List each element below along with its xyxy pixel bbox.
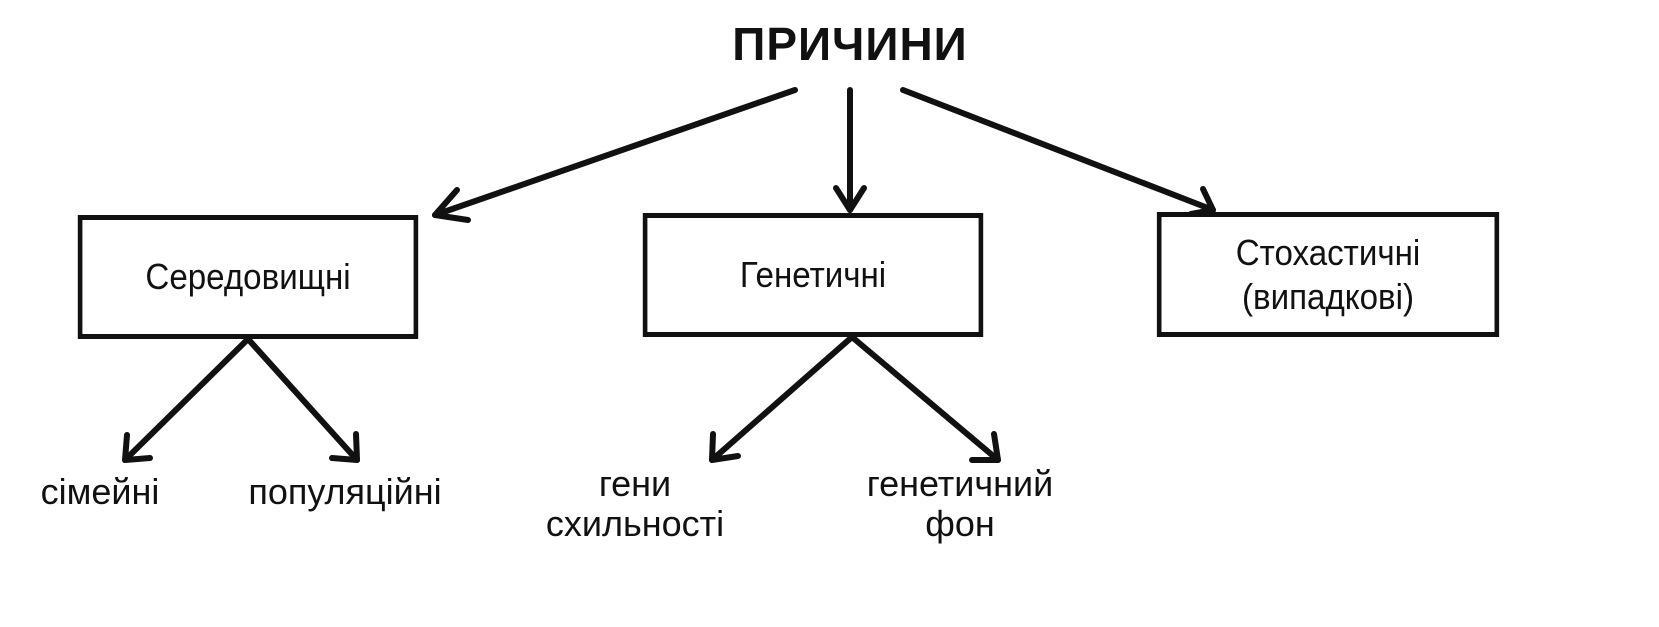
category-label-environmental: Середовищні (145, 255, 350, 299)
leaf-susceptibility-genes: гени схильності (520, 464, 750, 544)
arrow-root-to-stochastic (900, 87, 1216, 213)
arrow-genetic-to-genes (709, 334, 855, 463)
leaf-label-line: схильності (545, 503, 725, 544)
leaf-label-line: гени (598, 463, 672, 504)
category-label-genetic: Генетичні (740, 253, 886, 297)
category-label-line: Середовищні (145, 256, 351, 297)
leaf-label-line: фон (925, 503, 995, 544)
category-label-stochastic: Стохастичні (випадкові) (1236, 231, 1421, 319)
leaf-label-line: сімейні (40, 471, 160, 512)
leaf-family: сімейні (20, 472, 180, 512)
arrowhead-genetic (833, 185, 867, 213)
arrowhead-family (122, 432, 153, 463)
category-label-line: Стохастичні (1235, 231, 1421, 273)
category-label-line: Генетичні (739, 254, 887, 295)
arrowhead-population (329, 431, 360, 463)
arrowhead-background (969, 431, 1001, 463)
root-node: ПРИЧИНИ (732, 18, 968, 70)
leaf-population: популяційні (220, 472, 470, 512)
arrowhead-genes (709, 431, 741, 463)
leaf-label-line: генетичний (866, 463, 1054, 504)
arrow-environmental-to-population (245, 336, 360, 463)
category-label-line: (випадкові) (1241, 275, 1415, 317)
category-box-genetic: Генетичні (642, 213, 984, 337)
arrow-root-to-environmental (432, 87, 798, 218)
arrowhead-environmental (432, 187, 471, 223)
leaf-label-line: популяційні (248, 471, 442, 512)
arrow-environmental-to-family (122, 336, 251, 463)
category-box-environmental: Середовищні (77, 215, 419, 339)
arrow-genetic-to-background (849, 334, 1001, 463)
category-box-stochastic: Стохастичні (випадкові) (1156, 212, 1500, 337)
leaf-genetic-background: генетичний фон (840, 464, 1080, 544)
